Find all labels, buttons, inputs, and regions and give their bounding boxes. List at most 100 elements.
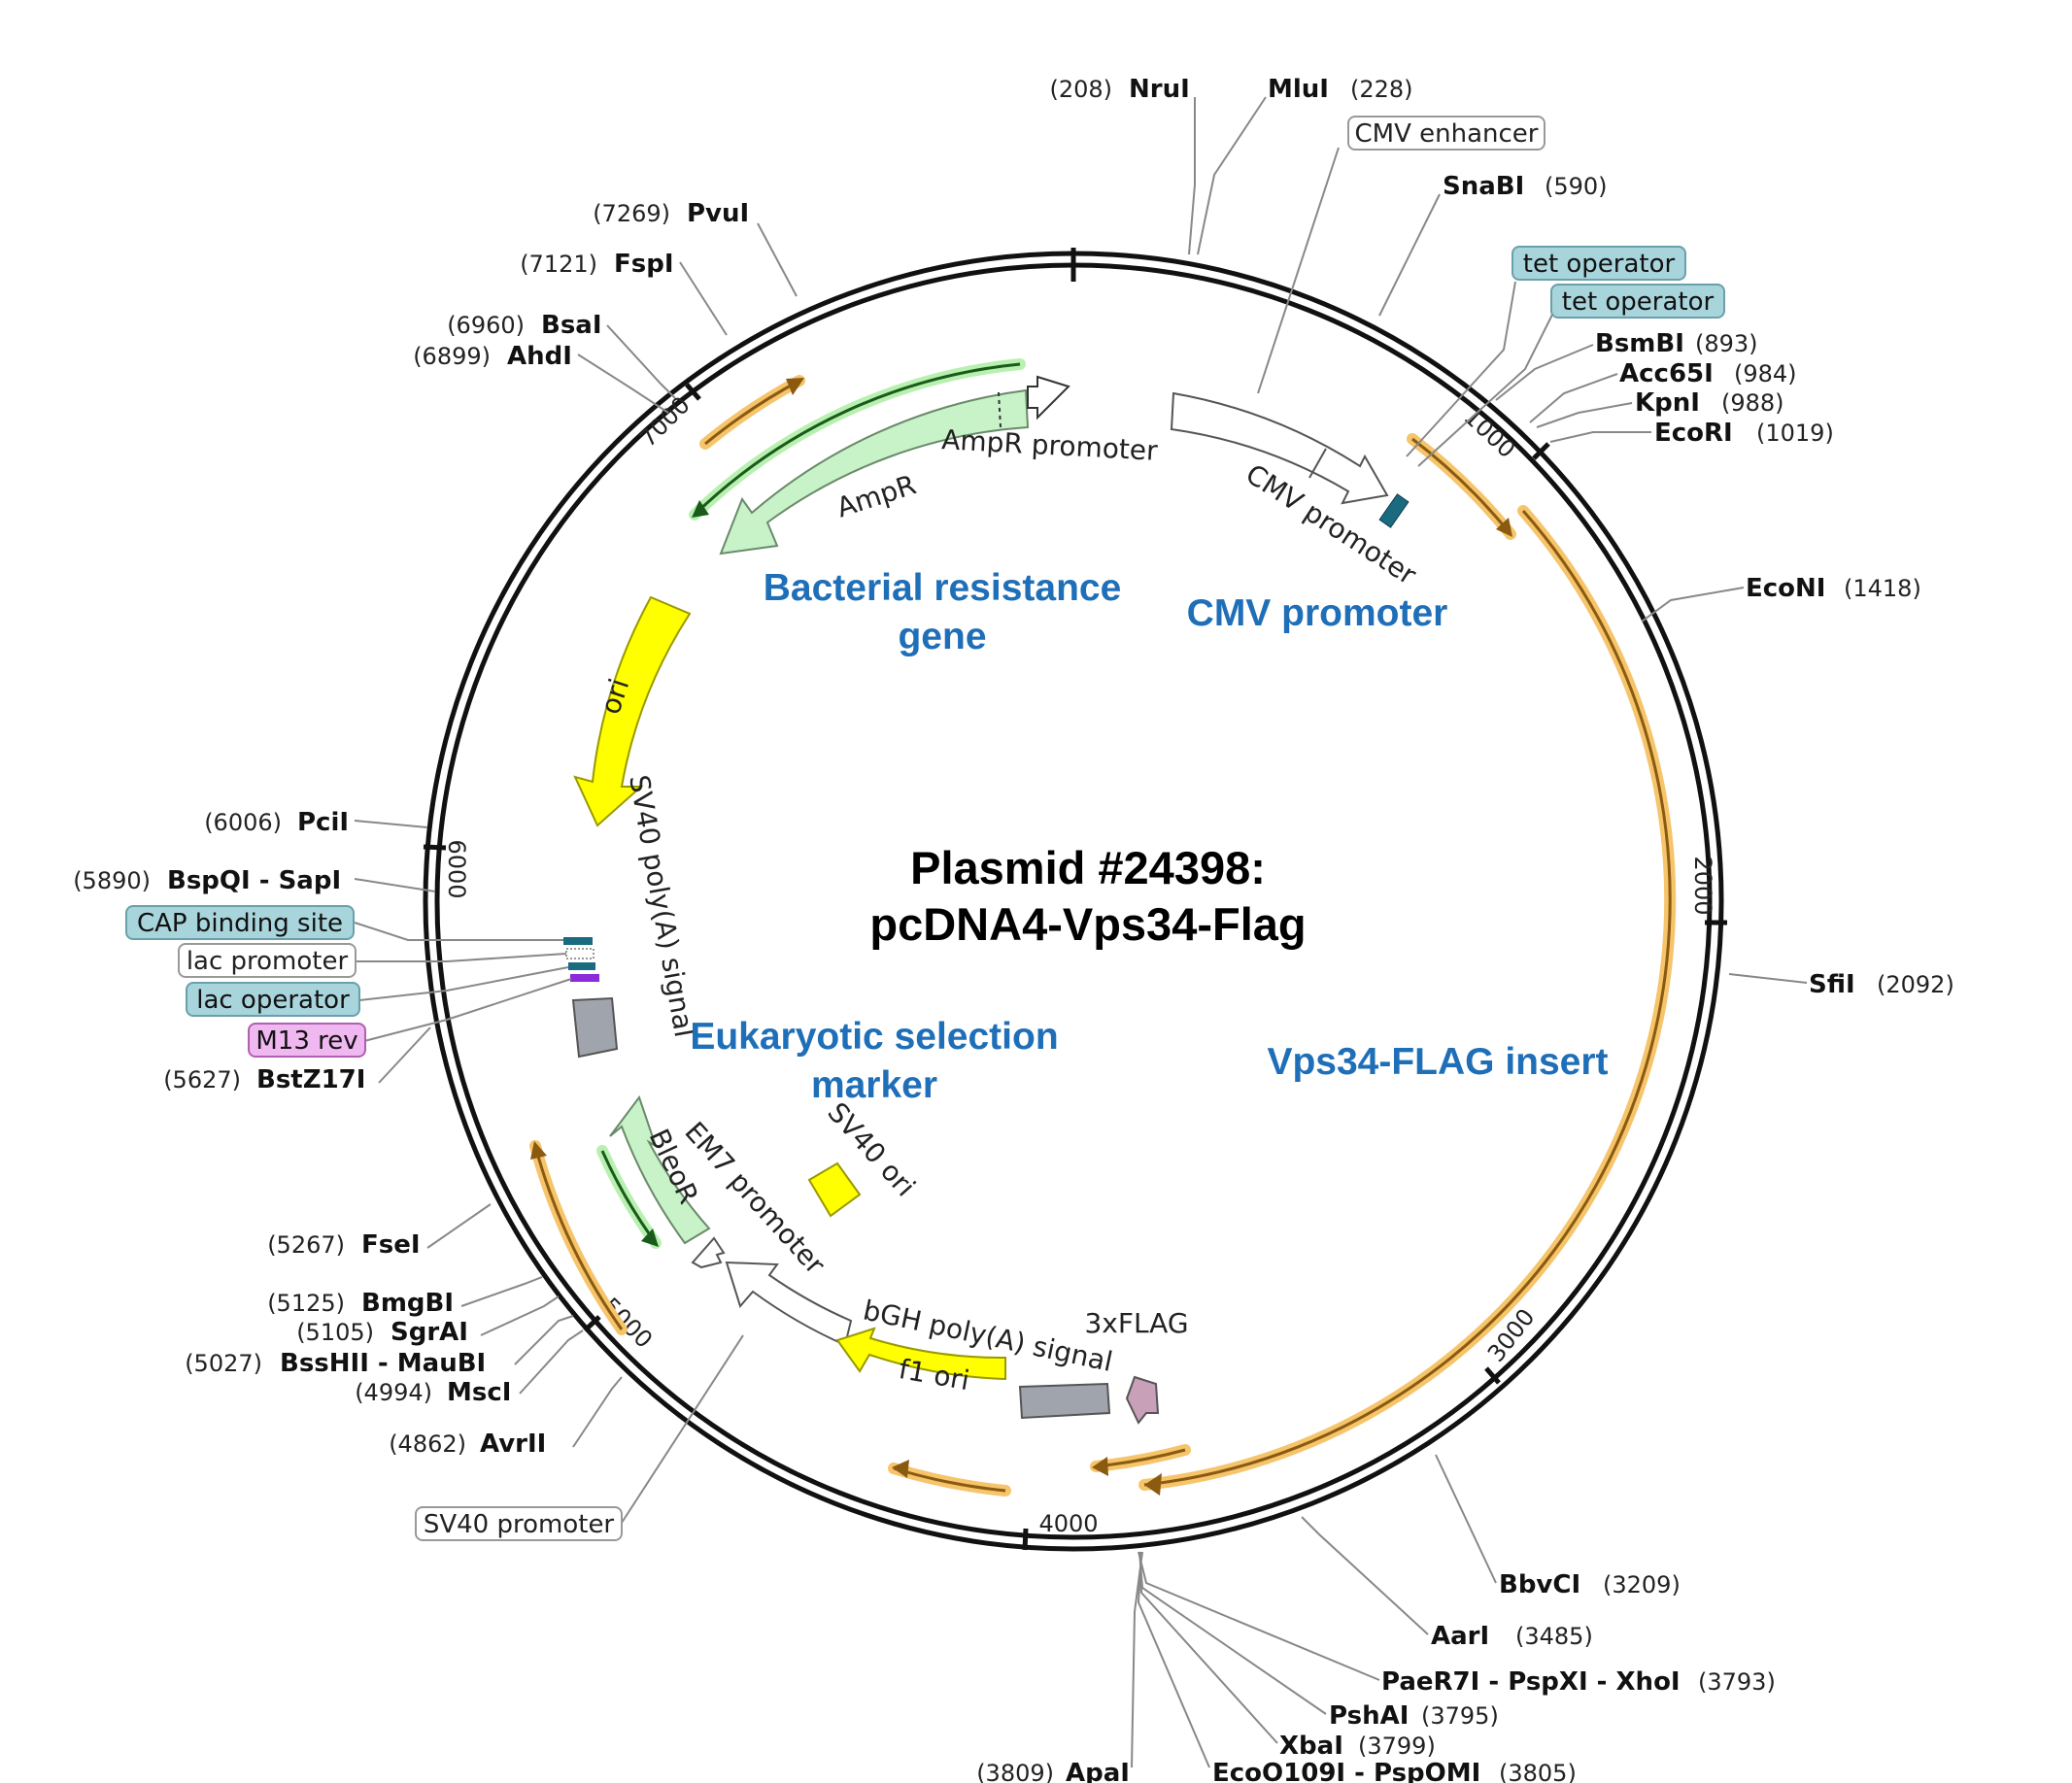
leader-sfii <box>1728 973 1808 984</box>
leader-bsshii <box>514 1315 574 1365</box>
site-pvui-name: PvuI <box>687 199 749 228</box>
site-bmgbi-name: BmgBI <box>361 1289 454 1318</box>
sv40-polya-block <box>571 996 619 1059</box>
ampr-promoter-arrow <box>1027 375 1070 421</box>
leader-nrui <box>1188 97 1196 255</box>
site-bsmbi-pos: (893) <box>1695 330 1758 357</box>
cap-binding-site-marker <box>563 937 593 945</box>
sv40-polya-label: SV40 poly(A) signal <box>623 772 700 1039</box>
tet-operator-2-box <box>1550 284 1725 319</box>
site-apai-pos: (3809) <box>976 1760 1054 1783</box>
site-bstz17i-name: BstZ17I <box>256 1065 365 1094</box>
flag-tag-arrow <box>1125 1375 1160 1425</box>
tick-label-6000: 6000 <box>443 839 470 898</box>
site-bsshii-name: BssHII - MauBI <box>280 1349 486 1378</box>
vps34-insert-arrowhead <box>1144 1473 1162 1496</box>
sv40-promoter-arrow <box>725 1261 853 1347</box>
lac-promoter-marker <box>565 948 594 959</box>
leader-cmv-enhancer <box>1257 147 1340 394</box>
ampr-label: AmpR <box>832 468 920 523</box>
bleor-green-line-head <box>641 1228 659 1247</box>
leader-msci <box>519 1329 584 1395</box>
site-pcii-pos: (6006) <box>204 809 282 836</box>
tick-5000 <box>583 1315 601 1332</box>
ampr-promoter-label: AmpR promoter <box>941 423 1159 467</box>
site-ahdi-name: AhdI <box>507 342 572 371</box>
vps34-insert-arc-glow <box>1138 505 1677 1491</box>
site-bmgbi-pos: (5125) <box>267 1290 345 1317</box>
leader-ahdi <box>577 353 669 414</box>
m13-rev-marker <box>570 974 599 982</box>
bleor-feature-arrow <box>609 1094 711 1245</box>
leader-sgrai <box>480 1295 560 1336</box>
flag-label: 3xFLAG <box>1084 1307 1188 1339</box>
leader-pvui <box>757 222 798 297</box>
leader-lac-operator <box>358 966 569 1001</box>
lac-promoter-label: lac promoter <box>187 947 349 976</box>
site-pcii-name: PciI <box>297 808 349 837</box>
leader-bsmbi <box>1495 344 1594 401</box>
site-pshai-pos: (3795) <box>1421 1702 1499 1730</box>
site-aari-pos: (3485) <box>1515 1623 1593 1650</box>
ampr-green-line <box>693 362 1021 517</box>
f1-ori-arrow <box>835 1327 1006 1381</box>
site-aari-name: AarI <box>1431 1622 1489 1651</box>
sv40-promoter-label: SV40 promoter <box>424 1510 615 1539</box>
leader-tet-1 <box>1406 281 1516 457</box>
leader-econi <box>1641 587 1745 622</box>
site-mlui-name: MluI <box>1268 75 1329 104</box>
leader-mlui <box>1197 96 1267 255</box>
site-xhoi-pos: (3793) <box>1698 1668 1776 1696</box>
leader-avrii <box>572 1376 623 1448</box>
site-bsai-pos: (6960) <box>447 312 525 339</box>
site-xhoi-name: PaeR7I - PspXI - XhoI <box>1381 1667 1681 1697</box>
site-msci-pos: (4994) <box>355 1379 432 1406</box>
cmv-enhancer-divider <box>1308 448 1327 479</box>
leader-lac-promoter <box>355 953 567 962</box>
site-econi-pos: (1418) <box>1844 575 1921 602</box>
site-ecori-pos: (1019) <box>1756 420 1834 447</box>
site-econi-name: EcoNI <box>1746 574 1825 603</box>
site-bspqi-name: BspQI - SapI <box>167 866 341 895</box>
leader-kpni <box>1536 402 1633 428</box>
leader-pcii <box>354 820 428 828</box>
cmv-enhancer-box <box>1347 116 1546 151</box>
cap-binding-site-box <box>125 905 355 940</box>
title-line-1: Plasmid #24398: <box>910 842 1266 893</box>
orf-arc-left-lower-head <box>530 1141 547 1160</box>
region-eukaryotic-label: Eukaryotic selection <box>690 1016 1058 1058</box>
leader-fsei <box>426 1203 492 1249</box>
leader-pshai <box>1138 1551 1327 1715</box>
region-eukaryotic-label-2: marker <box>811 1064 937 1106</box>
site-xbai-pos: (3799) <box>1358 1733 1436 1760</box>
leader-fspi <box>679 261 728 336</box>
leader-aari <box>1301 1516 1429 1635</box>
leader-xhoi <box>1138 1551 1380 1681</box>
leader-lines <box>354 96 1808 1768</box>
sv40-promoter-box <box>415 1506 623 1541</box>
sv40-ori-block <box>807 1161 862 1218</box>
lac-promoter-box <box>178 943 357 978</box>
m13-rev-label: M13 rev <box>255 1026 357 1056</box>
site-bstz17i-pos: (5627) <box>163 1066 241 1093</box>
site-msci-name: MscI <box>447 1378 511 1407</box>
leader-bmgbi <box>460 1276 543 1307</box>
m13-rev-box <box>248 1023 366 1058</box>
site-bbvci-name: BbvCI <box>1499 1570 1580 1599</box>
site-sfii-name: SfiI <box>1809 970 1855 999</box>
leader-m13-rev <box>363 978 572 1042</box>
leader-bspqi <box>354 878 436 892</box>
leader-tet-2 <box>1417 310 1555 467</box>
title-line-2: pcDNA4-Vps34-Flag <box>869 898 1306 950</box>
site-fsei-pos: (5267) <box>267 1231 345 1259</box>
site-bsai-name: BsaI <box>541 311 602 340</box>
ampr-feature-arrow <box>719 388 1030 555</box>
orf-arc-bottom-left-head <box>892 1460 909 1478</box>
site-bbvci-pos: (3209) <box>1603 1571 1681 1598</box>
site-ecoo109i-pos: (3805) <box>1499 1760 1577 1783</box>
site-sgrai-pos: (5105) <box>296 1319 374 1346</box>
tick-label-1000: 1000 <box>1459 403 1521 463</box>
orf-arc-top-right-head <box>1496 518 1512 537</box>
cap-binding-site-label: CAP binding site <box>137 909 343 938</box>
site-ecoo109i-name: EcoO109I - PspOMI <box>1212 1759 1480 1783</box>
